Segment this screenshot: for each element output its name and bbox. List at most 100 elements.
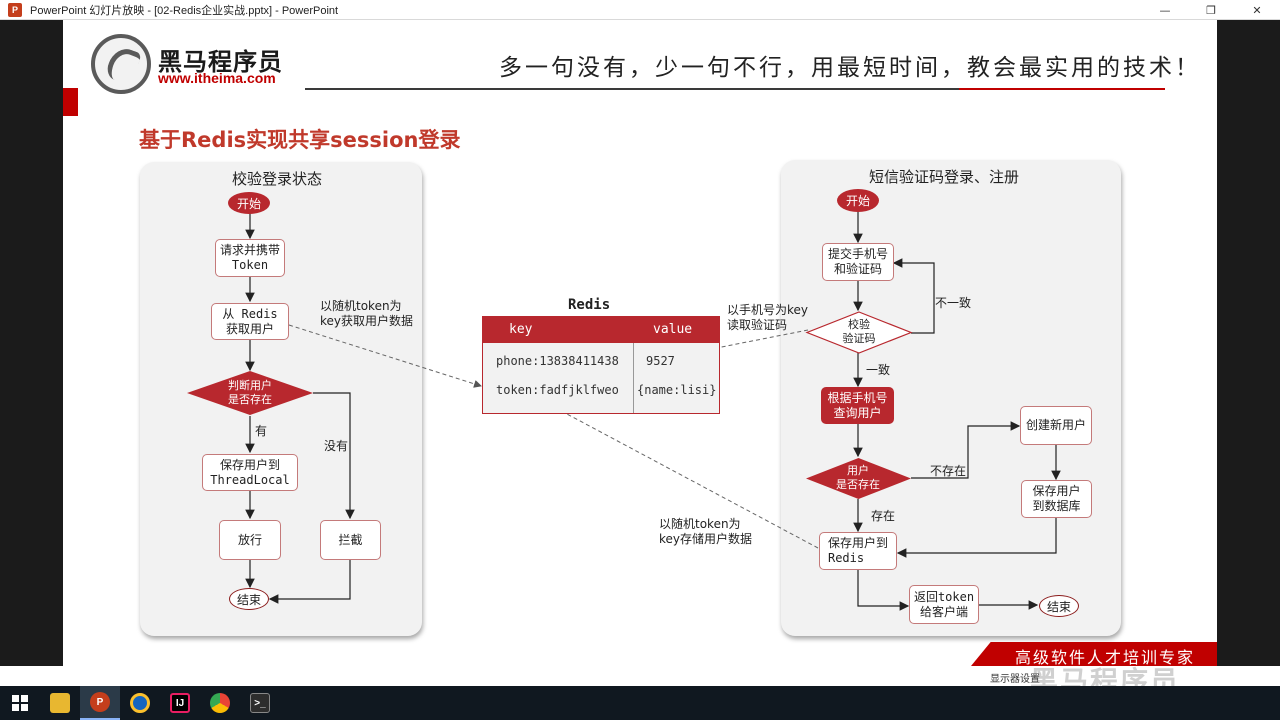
redis-get-label: 以随机token为 key获取用户数据 <box>320 299 413 329</box>
node-line: 是否存在 <box>836 478 880 491</box>
header-divider-accent <box>959 88 1165 90</box>
mismatch-label: 不一致 <box>935 296 972 310</box>
intellij-icon[interactable]: IJ <box>160 686 200 720</box>
brand-logo <box>91 34 151 94</box>
minimize-button[interactable]: — <box>1159 3 1171 17</box>
node-line: 保存用户 <box>1032 484 1081 498</box>
create-user-node: 创建新用户 <box>1020 406 1092 445</box>
redis-table: key value phone:13838411438 9527 token:f… <box>482 316 720 414</box>
folder-icon <box>50 693 70 713</box>
footer-banner <box>971 642 1217 666</box>
node-line: 是否存在 <box>228 393 272 406</box>
node-line: 获取用户 <box>225 321 274 336</box>
label-line: key存储用户数据 <box>659 532 753 546</box>
save-user-db-node: 保存用户到数据库 <box>1021 480 1092 518</box>
node-line: Token <box>231 258 269 272</box>
maximize-button[interactable]: ❐ <box>1206 3 1216 17</box>
redis-cell-key: phone:13838411438 <box>496 354 619 368</box>
redis-cell-value: {name:lisi} <box>637 383 717 397</box>
node-line: ThreadLocal <box>210 472 290 487</box>
right-start-node: 开始 <box>837 189 879 212</box>
not-exist-label: 不存在 <box>930 464 967 478</box>
windows-logo-icon <box>12 695 28 711</box>
node-line: 验证码 <box>842 332 876 345</box>
chrome-app-icon <box>210 693 230 713</box>
submit-phone-code-node: 提交手机号和验证码 <box>822 243 894 281</box>
verify-code-decision-shape <box>805 311 913 354</box>
close-button[interactable]: ✕ <box>1252 3 1262 17</box>
slide-title: 基于Redis实现共享session登录 <box>139 128 461 152</box>
node-line: 用户 <box>847 464 869 477</box>
yes-label: 有 <box>255 424 268 438</box>
terminal-app-icon: >_ <box>250 693 270 713</box>
slideshow-status-strip <box>0 666 1280 686</box>
windows-taskbar: P IJ >_ <box>0 686 1280 720</box>
intercept-node: 拦截 <box>320 520 381 560</box>
redis-title: Redis <box>568 297 611 313</box>
window-titlebar: P PowerPoint 幻灯片放映 - [02-Redis企业实战.pptx]… <box>0 0 1280 20</box>
exist-label: 存在 <box>871 509 896 523</box>
label-line: 以手机号为key <box>727 303 809 317</box>
slideshow-stage-left <box>0 20 63 666</box>
slide[interactable]: 黑马程序员 www.itheima.com 多一句没有，少一句不行，用最短时间，… <box>63 20 1217 666</box>
horse-icon <box>104 44 142 86</box>
user-exists-check-decision-label: 用户是否存在 <box>826 462 890 494</box>
brand-url: www.itheima.com <box>158 70 276 86</box>
redis-table-header: key value <box>483 317 719 343</box>
node-line: 保存用户到 <box>219 457 280 472</box>
node-line: 判断用户 <box>228 379 272 392</box>
node-line: 保存用户到 <box>827 536 888 550</box>
chrome-icon[interactable] <box>200 686 240 720</box>
node-line: 查询用户 <box>833 405 882 420</box>
right-panel-title: 短信验证码登录、注册 <box>869 168 1020 186</box>
node-line: 根据手机号 <box>827 390 888 405</box>
label-line: 读取验证码 <box>727 318 788 332</box>
user-exists-decision-shape <box>187 371 313 415</box>
footer-banner-text: 高级软件人才培训专家 <box>1015 648 1196 666</box>
slideshow-stage-right <box>1217 20 1280 666</box>
window-title: PowerPoint 幻灯片放映 - [02-Redis企业实战.pptx] -… <box>30 4 339 17</box>
chrome-canary-icon <box>130 693 150 713</box>
intellij-app-icon: IJ <box>170 693 190 713</box>
label-line: 以随机token为 <box>320 299 402 313</box>
redis-cell-key: token:fadfjklfweo <box>496 383 619 397</box>
left-end-node: 结束 <box>229 588 269 610</box>
node-line: Redis <box>827 551 865 565</box>
node-line: 提交手机号 <box>827 247 888 261</box>
header-divider <box>305 88 1165 90</box>
label-line: 以随机token为 <box>659 517 741 531</box>
browser-alt-icon[interactable] <box>120 686 160 720</box>
label-line: key获取用户数据 <box>320 314 414 328</box>
display-settings-text[interactable]: 显示器设置 <box>990 674 1040 685</box>
redis-store-label: 以随机token为 key存储用户数据 <box>659 517 752 547</box>
node-line: 给客户端 <box>919 604 968 619</box>
user-exists-check-decision-shape <box>806 458 911 499</box>
no-label: 没有 <box>324 439 349 453</box>
header-slogan: 多一句没有，少一句不行，用最短时间，教会最实用的技术！ <box>499 55 1201 81</box>
brand-name: 黑马程序员 <box>158 48 283 76</box>
powerpoint-taskbar-icon[interactable]: P <box>80 686 120 720</box>
powerpoint-icon: P <box>8 2 22 17</box>
redis-header-value: value <box>653 322 693 337</box>
redis-read-code-label: 以手机号为key 读取验证码 <box>727 303 808 333</box>
node-line: 请求并携带 <box>219 243 280 257</box>
node-line: 校验 <box>848 318 870 331</box>
node-line: 到数据库 <box>1032 499 1081 513</box>
node-line: 和验证码 <box>833 262 882 276</box>
file-explorer-icon[interactable] <box>40 686 80 720</box>
windows-start-icon[interactable] <box>0 686 40 720</box>
header-red-tab <box>63 88 78 116</box>
node-line: 返回token <box>913 589 975 604</box>
redis-header-key: key <box>509 322 533 337</box>
match-label: 一致 <box>866 363 891 377</box>
pass-node: 放行 <box>219 520 281 560</box>
left-panel-title: 校验登录状态 <box>232 170 323 188</box>
right-end-node: 结束 <box>1039 595 1079 617</box>
verify-code-decision-label: 校验验证码 <box>827 316 891 348</box>
left-start-node: 开始 <box>228 192 270 214</box>
user-exists-decision-label: 判断用户是否存在 <box>213 377 287 409</box>
terminal-icon[interactable]: >_ <box>240 686 280 720</box>
